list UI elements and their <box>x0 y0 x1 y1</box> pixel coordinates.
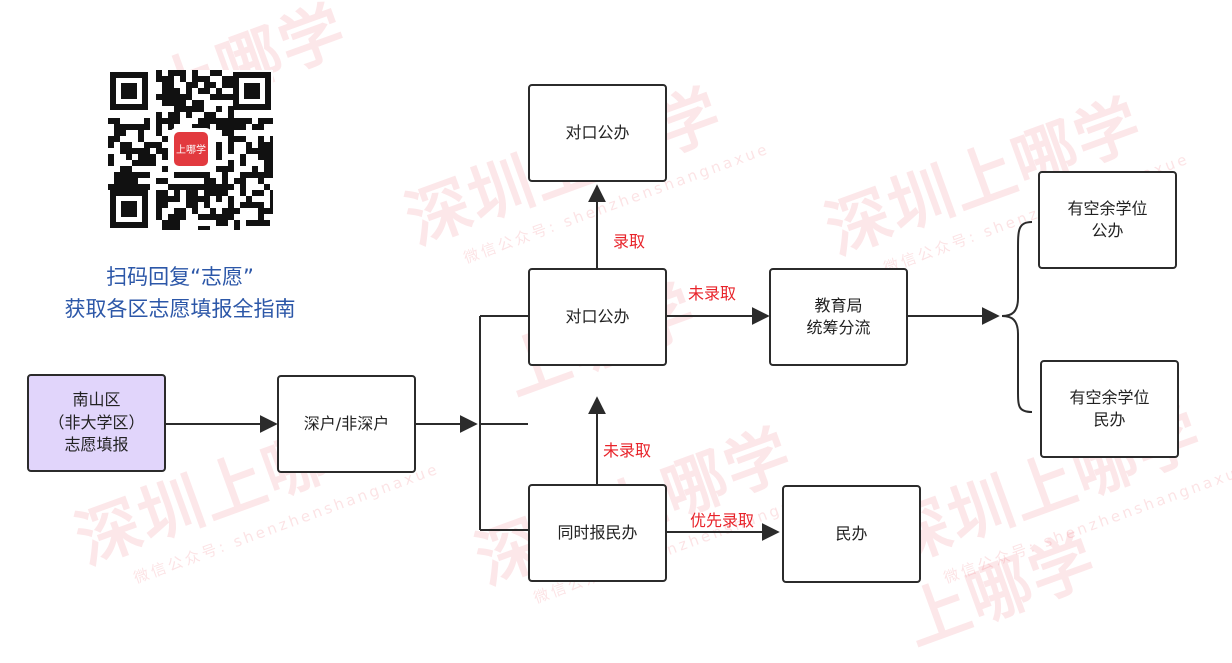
edge-label-wei-luqu-up: 未录取 <box>603 441 652 460</box>
edge-label-wei-luqu-right: 未录取 <box>688 284 737 303</box>
qr-logo-text: 上哪学 <box>176 143 206 156</box>
node-youkong-minban: 有空余学位 民办 <box>1040 360 1179 458</box>
node-youkong-gongban: 有空余学位 公办 <box>1038 171 1177 269</box>
node-duikou-mid: 对口公办 <box>528 268 667 366</box>
edge-label-youxian-luqu: 优先录取 <box>690 511 755 530</box>
node-tongshi-minban: 同时报民办 <box>528 484 667 582</box>
promo-text: 扫码回复“志愿” 获取各区志愿填报全指南 <box>30 262 330 325</box>
node-hukou: 深户/非深户 <box>277 375 416 473</box>
node-nanshan: 南山区 （非大学区） 志愿填报 <box>27 374 166 472</box>
promo-line-2: 获取各区志愿填报全指南 <box>64 296 296 321</box>
node-jiaoyuju: 教育局 统筹分流 <box>769 268 908 366</box>
qr-code-icon: 上哪学 <box>108 70 276 232</box>
brace-split <box>1001 221 1033 413</box>
edge-label-luqu: 录取 <box>613 232 646 251</box>
connector-lines <box>165 184 1033 541</box>
node-duikou-top: 对口公办 <box>528 84 667 182</box>
promo-line-1: 扫码回复“志愿” <box>106 265 254 289</box>
node-minban: 民办 <box>782 485 921 583</box>
